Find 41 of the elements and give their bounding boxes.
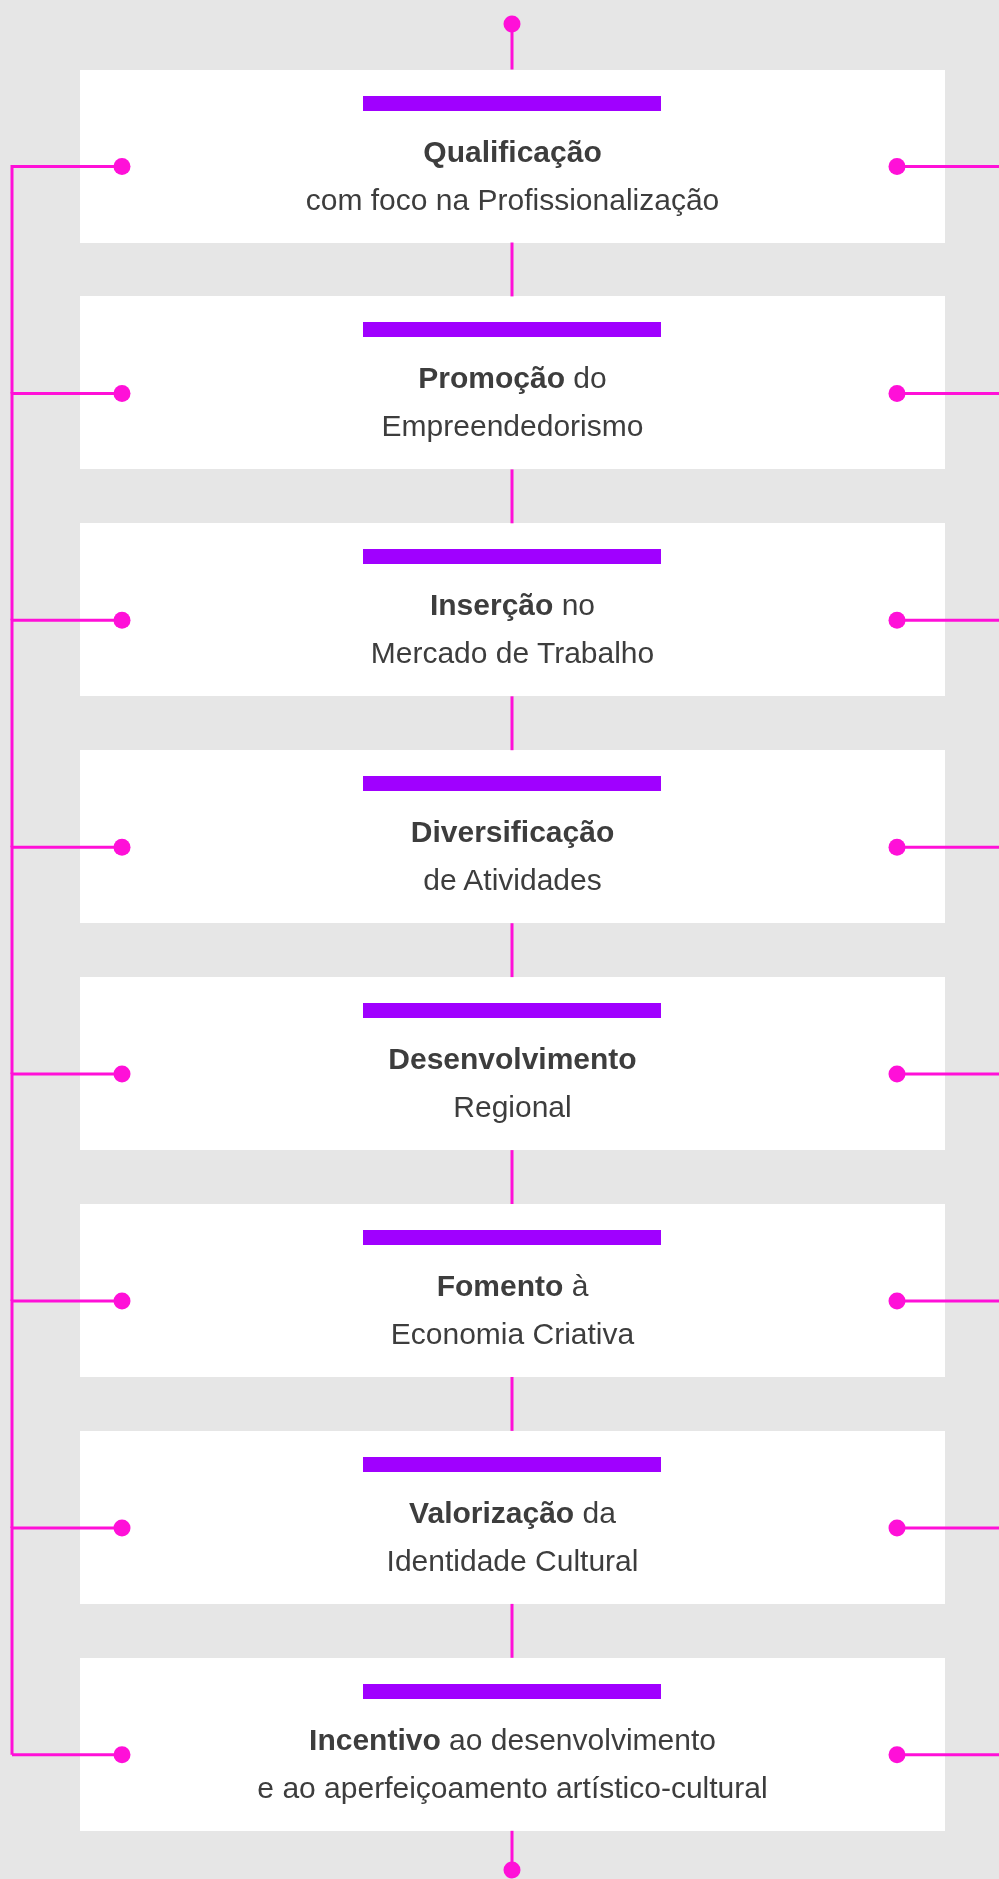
connector-line — [510, 1603, 514, 1658]
card — [80, 1657, 945, 1831]
connector-line — [888, 158, 999, 175]
card-text: Inserção no Mercado de Trabalho — [369, 587, 656, 672]
connector-line — [12, 1746, 131, 1764]
card — [80, 977, 945, 1151]
connector-line — [510, 1150, 514, 1204]
connector-line — [503, 15, 521, 70]
card — [80, 1204, 945, 1377]
card-text: Promoção do Empreendedorismo — [380, 360, 645, 445]
connector-line — [888, 611, 999, 629]
connector-line — [888, 1065, 999, 1083]
connector-line — [10, 1519, 131, 1755]
card-text: Fomento à Economia Criativa — [389, 1268, 636, 1352]
card — [80, 69, 945, 243]
card — [80, 296, 945, 470]
connector-line — [888, 1292, 999, 1310]
connector-line — [510, 469, 514, 524]
connector-line — [888, 384, 999, 402]
connector-line — [10, 838, 131, 1075]
connector-line — [10, 1065, 131, 1301]
card — [80, 750, 945, 924]
connector-line — [510, 696, 514, 751]
connector-line — [10, 1292, 131, 1528]
card-text: Diversificação de Atividades — [409, 814, 616, 899]
connector-line — [888, 1519, 999, 1537]
card-text: Desenvolvimento Regional — [387, 1041, 638, 1126]
connector-line — [888, 1746, 999, 1764]
connector-line — [510, 242, 514, 297]
connector-line — [510, 1377, 514, 1431]
connector-line — [10, 611, 131, 848]
card — [80, 1430, 945, 1604]
card — [80, 523, 945, 697]
connector-line — [888, 838, 999, 856]
connector-line — [503, 1830, 521, 1879]
card-text: Qualificação com foco na Profissionalização — [304, 133, 721, 218]
connector-line — [510, 923, 514, 978]
card-text: Incentivo ao desenvolvimento e ao aperfeiçoamento artístico-cultural — [256, 1721, 769, 1806]
card-text: Valorização da Identidade Cultural — [385, 1494, 640, 1579]
connector-line — [10, 158, 131, 394]
connector-line — [10, 384, 131, 621]
